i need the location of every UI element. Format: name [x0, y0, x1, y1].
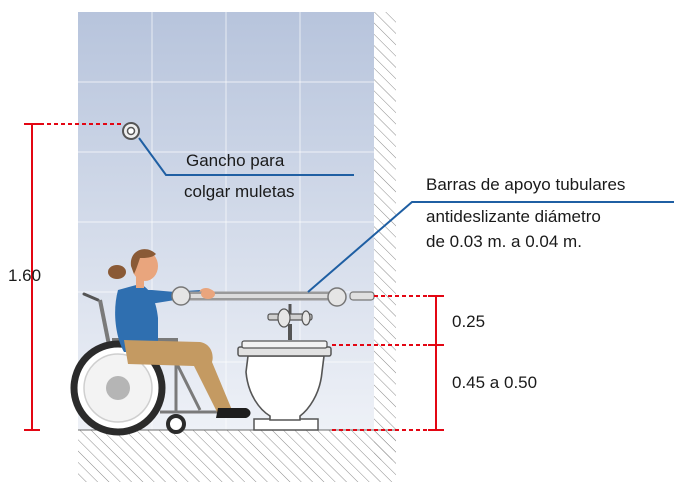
seat-height-label: 0.45 a 0.50 — [452, 373, 538, 392]
bars-label-line2: antideslizante diámetro — [426, 207, 601, 226]
wheelchair-user-figure — [108, 249, 251, 418]
floor-hatch — [78, 430, 396, 482]
toilet-figure — [237, 304, 332, 431]
wheelchair-figure — [70, 292, 236, 436]
seat-height-dimension — [332, 344, 444, 431]
hook-label-line2: colgar muletas — [184, 182, 295, 201]
height-dimension-1-60 — [24, 123, 122, 431]
crutch-hook-icon — [122, 122, 140, 140]
side-wall-hatch — [374, 12, 396, 460]
height-label: 1.60 — [8, 266, 42, 285]
hook-leader-line — [138, 137, 354, 176]
bar-gap-dimension — [374, 295, 444, 345]
bar-gap-label: 0.25 — [452, 312, 486, 331]
bars-label-line3: de 0.03 m. a 0.04 m. — [426, 232, 582, 251]
bars-leader-line — [307, 201, 674, 293]
bars-label-line1: Barras de apoyo tubulares — [426, 175, 626, 194]
hook-label-line1: Gancho para — [186, 151, 285, 170]
